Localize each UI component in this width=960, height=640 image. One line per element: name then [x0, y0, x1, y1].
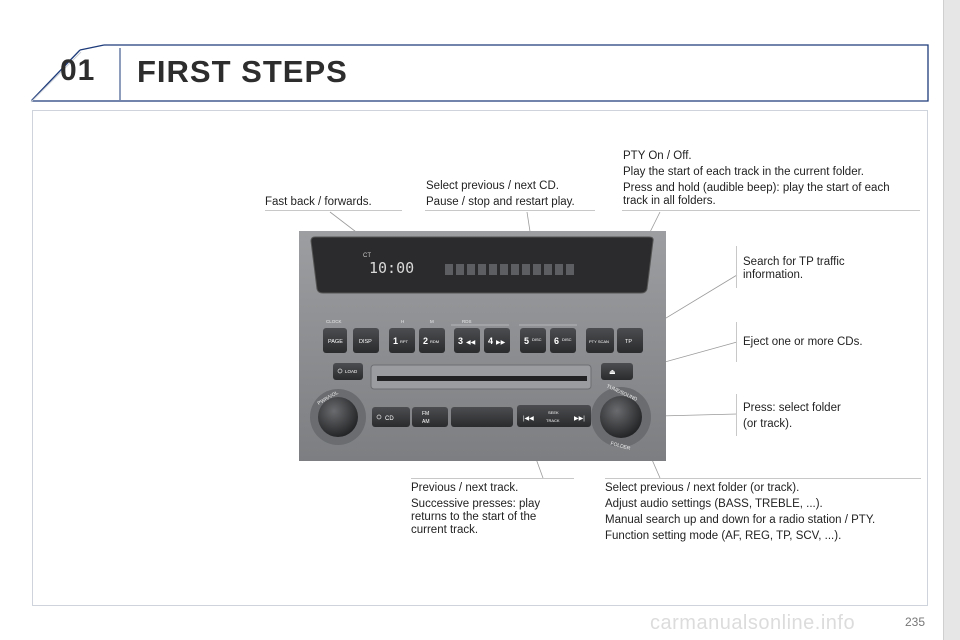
annotation-track: Previous / next track. Successive presse…	[411, 482, 571, 540]
annotation-text: Eject one or more CDs.	[743, 336, 863, 348]
disp-button-label: DISP	[359, 339, 372, 345]
annotation-text: Select previous / next CD.	[426, 180, 559, 192]
annotation-text: Adjust audio settings (BASS, TREBLE, ...…	[605, 498, 823, 510]
preset-2-button[interactable]	[419, 328, 445, 353]
eject-icon: ⏏	[609, 369, 616, 376]
annotation-text: PTY On / Off.	[623, 150, 692, 162]
rule-track	[411, 478, 574, 479]
annotation-text: (or track).	[743, 418, 793, 430]
annotation-text: Play the start of each track in the curr…	[623, 166, 864, 178]
annotation-eject: Eject one or more CDs.	[743, 336, 903, 352]
rule-select-cd	[425, 210, 595, 211]
load-button-label: LOAD	[345, 369, 358, 374]
display-time: 10:00	[369, 259, 414, 277]
rule-folder	[736, 394, 737, 436]
tune-sound-knob[interactable]	[600, 396, 642, 438]
chapter-number: 01	[60, 54, 96, 87]
rule-fast-back	[265, 210, 402, 211]
rule-eject	[736, 322, 737, 362]
annotation-fast-back: Fast back / forwards.	[265, 196, 372, 212]
tp-button-label: TP	[625, 339, 632, 345]
annotation-select-cd: Select previous / next CD. Pause / stop …	[426, 180, 601, 212]
preset-6-label: 6	[554, 336, 559, 346]
folder-label: FOLDER	[610, 441, 632, 452]
annotation-folder: Press: select folder (or track).	[743, 402, 893, 434]
label-h: H	[401, 319, 404, 324]
page-edge-strip	[943, 0, 960, 640]
cd-button-label: CD	[385, 416, 394, 422]
content-frame	[32, 110, 928, 606]
tp-button[interactable]	[617, 328, 643, 353]
annotation-text: Press: select folder	[743, 402, 841, 414]
load-button[interactable]	[333, 363, 363, 380]
next-track-icon: ▶▶|	[574, 416, 585, 422]
label-clock: CLOCK	[326, 319, 342, 324]
radio-illustration: CT 10:00 CLOCK H M RDS PAGE DISP 1 RPT 2…	[299, 231, 666, 461]
annotation-pty: PTY On / Off. Play the start of each tra…	[623, 150, 913, 211]
eject-button[interactable]	[601, 363, 633, 380]
seek-track-button[interactable]	[517, 405, 591, 427]
pwr-vol-knob[interactable]	[318, 397, 358, 437]
preset-6-button[interactable]	[550, 328, 576, 353]
preset-1-button[interactable]	[389, 328, 415, 353]
rule-pty	[622, 210, 920, 211]
page-number: 235	[905, 615, 926, 629]
label-m: M	[430, 319, 434, 324]
annotation-text: Successive presses: play returns to the …	[411, 498, 541, 536]
page-button[interactable]	[323, 328, 347, 353]
pty-scan-label: PTY SCAN	[589, 339, 609, 344]
cd-button[interactable]	[372, 407, 410, 427]
chapter-title: FIRST STEPS	[137, 54, 348, 89]
preset-1-label: 1	[393, 336, 398, 346]
preset-2-sublabel: RDM	[430, 339, 439, 344]
label-rds: RDS	[462, 319, 472, 324]
preset-2-label: 2	[423, 336, 428, 346]
rewind-icon: ◀◀	[466, 340, 476, 346]
display-ct: CT	[363, 253, 371, 259]
header-frame	[30, 44, 929, 103]
preset-4-label: 4	[488, 336, 493, 346]
fm-label: FM	[422, 411, 429, 417]
preset-5-button[interactable]	[520, 328, 546, 353]
annotation-text: Function setting mode (AF, REG, TP, SCV,…	[605, 530, 842, 542]
pty-scan-button[interactable]	[586, 328, 614, 353]
annotation-tune: Select previous / next folder (or track)…	[605, 482, 925, 546]
annotation-text: Pause / stop and restart play.	[426, 196, 575, 208]
preset-3-button[interactable]	[454, 328, 480, 353]
rule-tp	[736, 246, 737, 288]
annotation-text: Press and hold (audible beep): play the …	[623, 182, 890, 207]
annotation-text: Manual search up and down for a radio st…	[605, 514, 876, 526]
watermark: carmanualsonline.info	[650, 612, 856, 634]
preset-1-sublabel: RPT	[400, 339, 409, 344]
fast-forward-icon: ▶▶	[496, 340, 506, 346]
preset-5-sublabel: DISC	[532, 337, 542, 342]
annotation-tp: Search for TP traffic information.	[743, 256, 883, 285]
annotation-text: Select previous / next folder (or track)…	[605, 482, 800, 494]
disp-button[interactable]	[353, 328, 379, 353]
display-segments	[445, 264, 574, 275]
previous-track-icon: |◀◀	[523, 416, 534, 422]
chapter-header: 01 FIRST STEPS	[0, 0, 940, 110]
preset-6-sublabel: DISC	[562, 337, 572, 342]
track-label: TRACK	[546, 418, 560, 423]
preset-5-label: 5	[524, 336, 529, 346]
annotation-text: Fast back / forwards.	[265, 196, 372, 208]
seek-label: SEEK	[548, 410, 559, 415]
annotation-text: Search for TP traffic information.	[743, 256, 845, 281]
annotation-text: Previous / next track.	[411, 482, 519, 494]
page-button-label: PAGE	[328, 339, 343, 345]
preset-3-label: 3	[458, 336, 463, 346]
fm-am-button[interactable]	[412, 407, 448, 427]
blank-button[interactable]	[451, 407, 513, 427]
rule-tune	[605, 478, 921, 479]
preset-4-button[interactable]	[484, 328, 510, 353]
am-label: AM	[422, 419, 430, 425]
cd-slot	[377, 376, 587, 381]
